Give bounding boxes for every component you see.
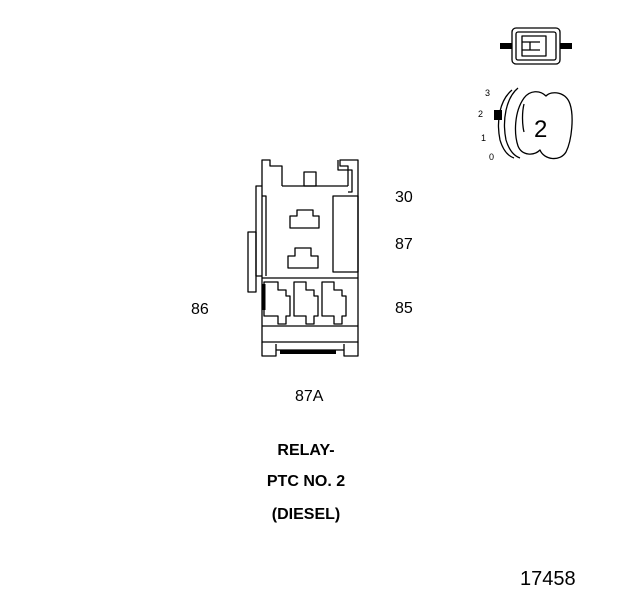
bottom-locking-bar: [280, 350, 336, 354]
terminal-label-87a: 87A: [295, 388, 324, 405]
terminal-cavity-30: [289, 209, 320, 229]
terminal-cavity-86: [263, 281, 291, 325]
terminal-cavity-85: [321, 281, 347, 325]
terminal-cavity-87: [287, 247, 319, 269]
terminal-label-30: 30: [395, 189, 413, 206]
terminal-cavity-87a: [293, 281, 319, 325]
key-position-2: 2: [478, 109, 484, 119]
key-position-0: 0: [489, 152, 495, 162]
terminal-label-87: 87: [395, 236, 413, 253]
caption-line-1: RELAY-: [277, 442, 335, 459]
key-symbol: 2: [534, 116, 548, 143]
terminal-label-85: 85: [395, 300, 413, 317]
connector-face-icon: [500, 27, 572, 65]
key-position-3: 3: [485, 88, 491, 98]
terminal-label-86: 86: [191, 301, 209, 318]
figure-number: 17458: [520, 568, 576, 590]
caption-line-2: PTC NO. 2: [266, 473, 346, 490]
relay-connector-outline: [247, 159, 359, 357]
key-position-1: 1: [481, 133, 487, 143]
caption-line-3: (DIESEL): [271, 506, 341, 523]
key-position-icon: [494, 87, 573, 160]
